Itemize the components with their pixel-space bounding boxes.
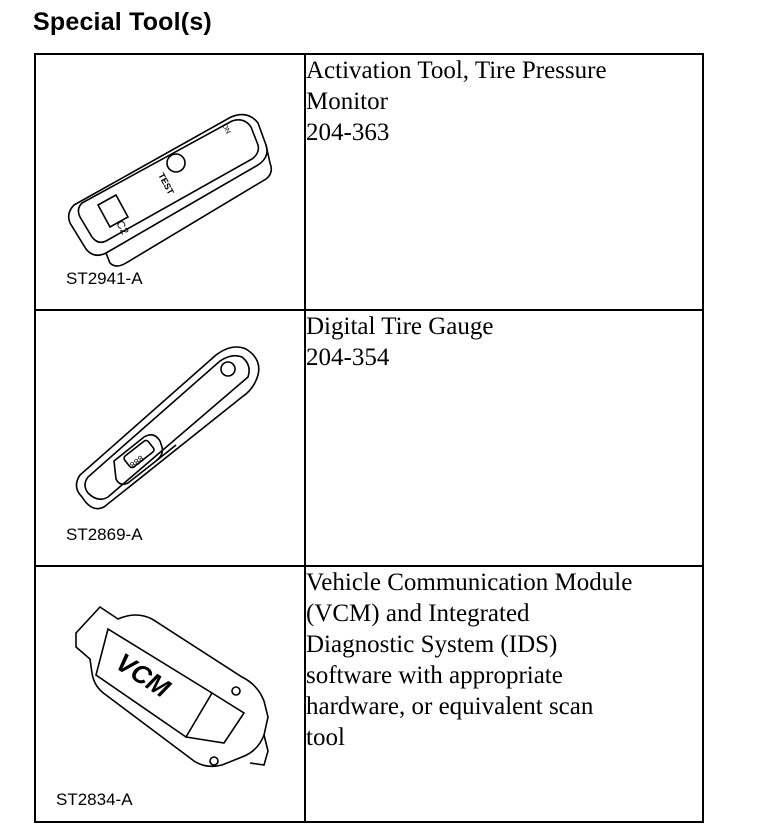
tpms-activation-tool-icon: TEST C2 ON bbox=[67, 113, 273, 267]
vcm-label: VCM bbox=[111, 647, 177, 704]
table-row: VCM ST2834-A Vehicle Communication Modul… bbox=[34, 565, 704, 823]
vcm-module-icon: VCM bbox=[75, 605, 269, 768]
tool-description: Digital Tire Gauge 204-354 bbox=[306, 313, 494, 371]
tool-description: Vehicle Communication Module (VCM) and I… bbox=[306, 569, 633, 751]
figure-id: ST2834-A bbox=[56, 790, 133, 809]
tool-description: Activation Tool, Tire Pressure Monitor 2… bbox=[306, 57, 607, 146]
test-label: TEST bbox=[156, 171, 176, 196]
page-title: Special Tool(s) bbox=[33, 8, 212, 36]
digital-tire-gauge-icon: 888 bbox=[75, 346, 260, 510]
display-label: C2 bbox=[113, 219, 130, 237]
tool-image-cell: 888 ST2869-A bbox=[34, 309, 306, 567]
tool-description-cell: Activation Tool, Tire Pressure Monitor 2… bbox=[304, 53, 704, 311]
figure-id: ST2941-A bbox=[66, 269, 143, 288]
mode-label: ON bbox=[220, 123, 231, 136]
special-tools-table: TEST C2 ON ST2941-A Activation Tool, Tir… bbox=[34, 53, 704, 823]
tool-image-cell: TEST C2 ON ST2941-A bbox=[34, 53, 306, 311]
tool-description-cell: Digital Tire Gauge 204-354 bbox=[304, 309, 704, 567]
table-row: 888 ST2869-A Digital Tire Gauge 204-354 bbox=[34, 309, 704, 567]
table-row: TEST C2 ON ST2941-A Activation Tool, Tir… bbox=[34, 53, 704, 311]
figure-id: ST2869-A bbox=[66, 525, 143, 544]
tool-image-cell: VCM ST2834-A bbox=[34, 565, 306, 823]
tool-description-cell: Vehicle Communication Module (VCM) and I… bbox=[304, 565, 704, 823]
